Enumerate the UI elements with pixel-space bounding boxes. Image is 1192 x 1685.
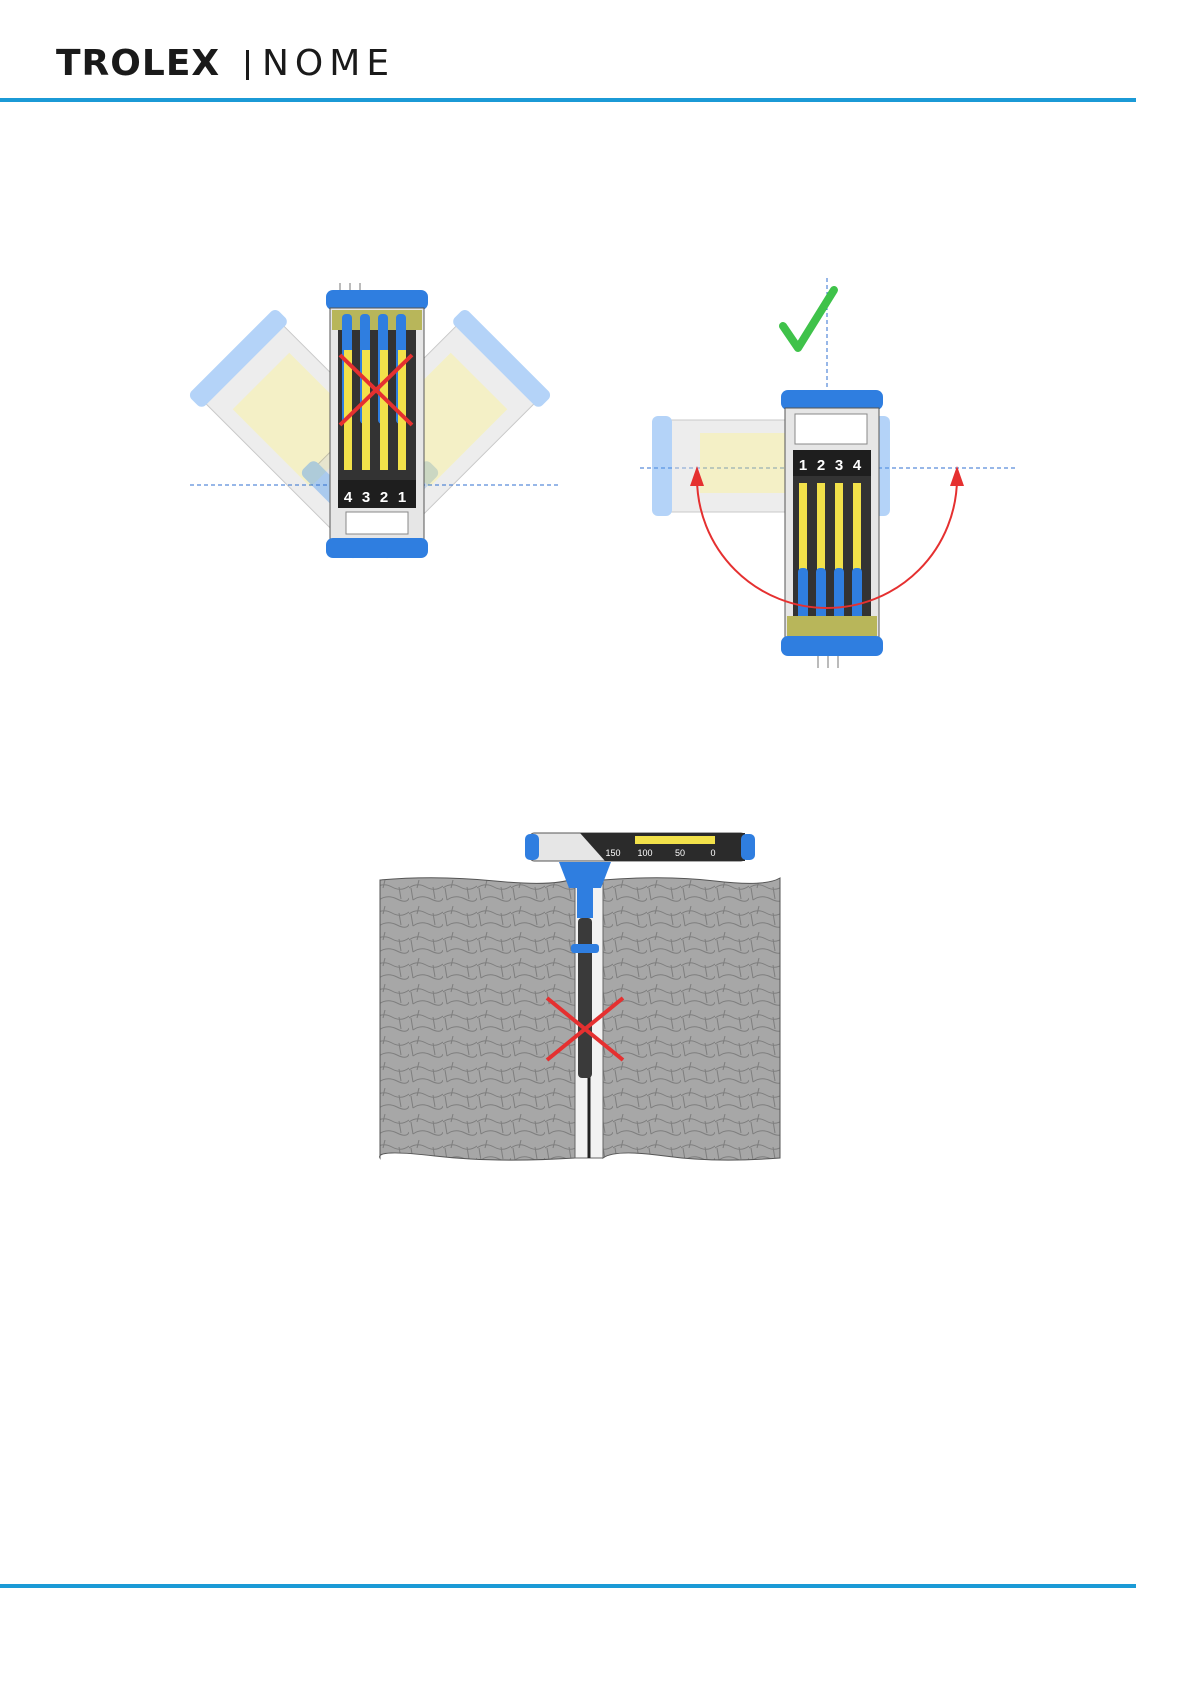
- terminal-label: 4: [853, 457, 862, 474]
- terminal-label: 2: [380, 489, 388, 506]
- terminal-label: 4: [344, 489, 353, 506]
- device-body: [326, 283, 428, 558]
- logo-divider: [246, 50, 249, 80]
- terminal-label: 3: [362, 489, 370, 506]
- scale-label: 50: [675, 848, 685, 858]
- rock-wall-right: [603, 878, 780, 1160]
- borehole-installation-figure: 150 100 50 0: [375, 828, 795, 1163]
- scale-label: 0: [710, 848, 715, 858]
- scale-label: 150: [605, 848, 620, 858]
- rock-wall-left: [380, 878, 575, 1160]
- terminal-label: 1: [398, 489, 406, 506]
- terminal-label: 3: [835, 457, 843, 474]
- terminal-label: 2: [817, 457, 825, 474]
- terminal-label: 1: [799, 457, 807, 474]
- trolex-logo: TROLEX: [56, 44, 220, 84]
- check-mark-icon: [783, 290, 834, 348]
- incorrect-orientation-figure: 4 3 2 1: [180, 280, 580, 600]
- page-header: TROLEX NOME: [0, 0, 1192, 100]
- scale-label: 100: [637, 848, 652, 858]
- footer-rule: [0, 1584, 1136, 1588]
- device-body: [781, 390, 883, 668]
- nome-logo: NOME: [262, 44, 395, 84]
- correct-orientation-figure: 1 2 3 4: [640, 278, 1020, 668]
- header-rule: [0, 98, 1136, 102]
